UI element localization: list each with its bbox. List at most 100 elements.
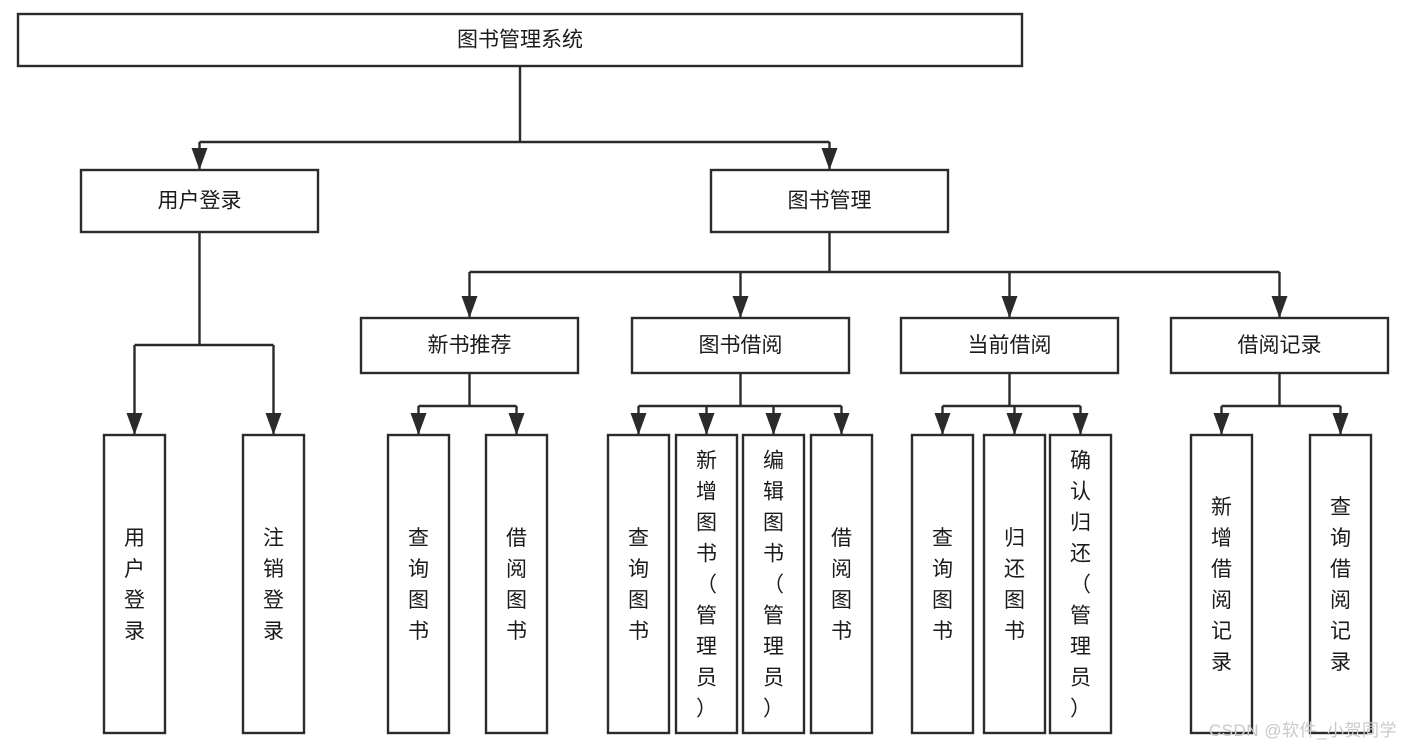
node-label-char: 书 xyxy=(696,543,717,566)
node-label-char: ） xyxy=(696,698,717,721)
node-label-char: 书 xyxy=(628,620,649,643)
node-label-char: 录 xyxy=(124,620,145,643)
arrow-head-icon xyxy=(833,413,850,435)
arrow-head-icon xyxy=(1332,413,1349,435)
node-label-char: 阅 xyxy=(831,558,852,581)
node-label-char: 询 xyxy=(628,558,649,581)
arrow-head-icon xyxy=(1072,413,1089,435)
arrow-head-icon xyxy=(410,413,427,435)
node-label-char: 理 xyxy=(696,636,717,659)
arrow-head-icon xyxy=(508,413,525,435)
node-label-char: 录 xyxy=(263,620,284,643)
node-label-char: 还 xyxy=(1070,543,1091,566)
node-label-char: 管 xyxy=(763,605,784,628)
node-level3-新书推荐[interactable]: 新书推荐 xyxy=(359,316,580,375)
node-label-char: 借 xyxy=(1211,558,1232,581)
node-label-char: 理 xyxy=(1070,636,1091,659)
node-level3-借阅记录[interactable]: 借阅记录 xyxy=(1169,316,1390,375)
node-label-char: （ xyxy=(763,574,784,597)
arrow-head-icon xyxy=(630,413,647,435)
node-rect xyxy=(630,316,851,375)
node-label: 借阅记录 xyxy=(1238,334,1322,357)
node-rect xyxy=(16,12,1024,68)
node-rect xyxy=(899,316,1120,375)
node-boxes: 图书管理系统用户登录图书管理新书推荐图书借阅当前借阅借阅记录用户登录注销登录查询… xyxy=(16,12,1390,735)
node-label-char: 录 xyxy=(1330,651,1351,674)
node-label-char: 询 xyxy=(408,558,429,581)
node-label-char: 查 xyxy=(408,527,429,550)
node-label: 图书管理 xyxy=(788,190,872,213)
node-rect xyxy=(241,433,306,735)
node-rect xyxy=(359,316,580,375)
node-label-char: 阅 xyxy=(1330,589,1351,612)
node-label-char: 书 xyxy=(408,620,429,643)
node-label-char: 书 xyxy=(763,543,784,566)
node-label-char: 借 xyxy=(831,527,852,550)
node-leaf-用户登录-用户登录[interactable]: 用户登录 xyxy=(102,433,167,735)
arrow-head-icon xyxy=(126,413,143,435)
node-level3-图书借阅[interactable]: 图书借阅 xyxy=(630,316,851,375)
node-label-char: 管 xyxy=(696,605,717,628)
node-root-图书管理系统[interactable]: 图书管理系统 xyxy=(16,12,1024,68)
node-rect xyxy=(102,433,167,735)
node-rect xyxy=(741,433,806,735)
node-label-char: 查 xyxy=(1330,496,1351,519)
node-label-char: 户 xyxy=(124,558,145,581)
node-rect xyxy=(386,433,451,735)
arrow-head-icon xyxy=(1001,296,1018,318)
node-label-char: 借 xyxy=(1330,558,1351,581)
node-label-char: 归 xyxy=(1070,512,1091,535)
node-label-char: 图 xyxy=(628,589,649,612)
node-rect xyxy=(674,433,739,735)
arrow-head-icon xyxy=(765,413,782,435)
node-label-char: （ xyxy=(696,574,717,597)
node-level2-用户登录[interactable]: 用户登录 xyxy=(79,168,320,234)
node-label-char: 记 xyxy=(1211,620,1232,643)
arrow-head-icon xyxy=(1006,413,1023,435)
arrow-head-icon xyxy=(265,413,282,435)
node-label-char: 书 xyxy=(831,620,852,643)
node-rect xyxy=(1189,433,1254,735)
connector-lines xyxy=(126,66,1349,435)
node-label: 用户登录 xyxy=(158,190,242,213)
node-rect xyxy=(809,433,874,735)
arrow-head-icon xyxy=(698,413,715,435)
node-label-char: 编 xyxy=(763,450,784,473)
node-label-char: 询 xyxy=(932,558,953,581)
node-label-char: 查 xyxy=(628,527,649,550)
node-label: 图书借阅 xyxy=(699,334,783,357)
arrow-head-icon xyxy=(732,296,749,318)
node-label-char: ） xyxy=(763,698,784,721)
node-label-char: 注 xyxy=(263,527,284,550)
node-label-char: 借 xyxy=(506,527,527,550)
node-label-char: 归 xyxy=(1004,527,1025,550)
arrow-head-icon xyxy=(821,148,838,170)
node-label-char: 图 xyxy=(696,512,717,535)
node-label-char: 图 xyxy=(408,589,429,612)
node-label-char: 查 xyxy=(932,527,953,550)
node-rect xyxy=(982,433,1047,735)
node-rect xyxy=(709,168,950,234)
node-label-char: 增 xyxy=(696,481,717,504)
node-rect xyxy=(484,433,549,735)
node-label-char: 管 xyxy=(1070,605,1091,628)
node-label-char: 理 xyxy=(763,636,784,659)
node-level2-图书管理[interactable]: 图书管理 xyxy=(709,168,950,234)
node-rect xyxy=(910,433,975,735)
node-label-char: 确 xyxy=(1070,450,1091,473)
node-level3-当前借阅[interactable]: 当前借阅 xyxy=(899,316,1120,375)
node-label: 图书管理系统 xyxy=(457,29,583,52)
